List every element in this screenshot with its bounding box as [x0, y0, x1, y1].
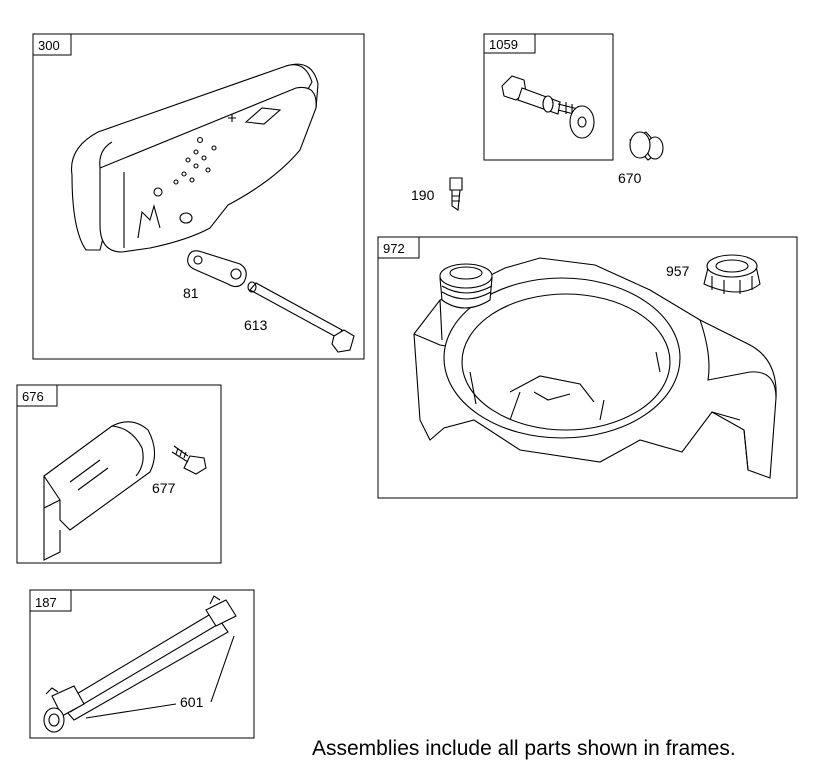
footer-note: Assemblies include all parts shown in fr…	[312, 737, 736, 760]
screw-190-part	[449, 177, 463, 211]
frame-676-tag-box	[16, 384, 58, 407]
fuel-tank-ring	[443, 277, 681, 439]
hot-surface-symbol	[137, 203, 161, 239]
label-613: 613	[244, 317, 268, 333]
label-190: 190	[411, 187, 435, 203]
fuel-tank-part	[413, 257, 777, 479]
frame-187-tag-box	[29, 589, 72, 612]
label-670: 670	[618, 170, 642, 186]
bracket-81-part	[187, 250, 247, 288]
muffler-guard-part	[70, 63, 319, 253]
frame-972: 972	[377, 236, 798, 499]
frame-187-tag: 187	[35, 595, 57, 610]
label-677: 677	[152, 480, 176, 496]
vent-holes	[173, 136, 217, 185]
fuel-line-part	[43, 595, 237, 733]
callout-leaders-601	[85, 635, 235, 719]
spacer-670-part	[629, 131, 664, 161]
frame-300: 300	[32, 33, 365, 360]
label-601: 601	[180, 694, 204, 710]
bolt-613-part	[247, 281, 355, 353]
heat-shield-part	[43, 421, 156, 561]
washer-part	[569, 105, 595, 139]
frame-1059-tag: 1059	[489, 37, 518, 52]
stud-1059-part	[501, 75, 591, 120]
label-957: 957	[666, 263, 690, 279]
frame-1059-tag-box	[483, 33, 536, 54]
frame-676: 676	[16, 384, 222, 564]
frame-187: 187	[29, 589, 255, 739]
plus-mark	[228, 114, 236, 122]
frame-1059: 1059	[483, 33, 614, 161]
frame-972-tag-box	[377, 236, 420, 259]
screw-677-part	[171, 445, 207, 475]
fuel-line-end	[43, 707, 65, 733]
fuel-tank-neck	[439, 263, 493, 309]
arrow-mark	[244, 107, 282, 125]
clamp-top	[205, 599, 237, 627]
fuel-cap-957-part	[703, 254, 761, 294]
frame-300-tag-box	[32, 33, 72, 56]
frame-300-tag: 300	[38, 38, 60, 53]
frame-972-tag: 972	[383, 241, 405, 256]
label-81: 81	[183, 285, 199, 301]
frame-676-tag: 676	[22, 389, 44, 404]
